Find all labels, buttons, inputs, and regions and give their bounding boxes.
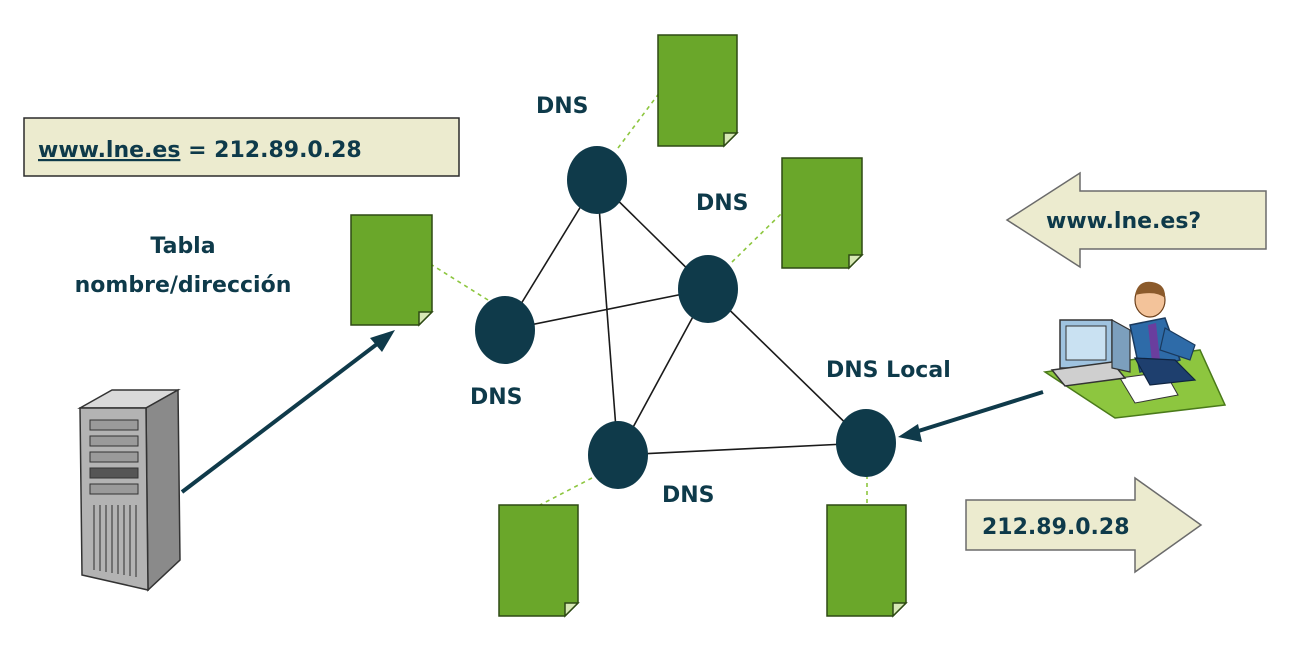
- link-left-right: [504, 288, 709, 331]
- answer-arrow: 212.89.0.28: [965, 476, 1203, 574]
- dns-label-left: DNS: [470, 385, 523, 410]
- dotted-link-bottom: [539, 477, 593, 506]
- document-icon: [826, 504, 908, 618]
- mapping-address: = 212.89.0.28: [180, 138, 361, 163]
- mapping-domain: www.lne.es: [38, 138, 180, 163]
- mapping-box: www.lne.es = 212.89.0.28: [23, 117, 460, 177]
- dns-label-bottom: DNS: [662, 483, 715, 508]
- dns-node-top: [567, 146, 627, 214]
- server-tower-icon: [77, 388, 181, 592]
- query-text: www.lne.es?: [1046, 209, 1201, 234]
- dns-node-left: [475, 296, 535, 364]
- document-links: [431, 91, 868, 506]
- documents: [350, 34, 908, 618]
- document-icon: [657, 34, 739, 148]
- dns-label-mid-right: DNS: [696, 191, 749, 216]
- dns-node-mid-right: [678, 255, 738, 323]
- document-icon: [350, 214, 434, 327]
- document-icon: [781, 157, 864, 270]
- table-label-line2: nombre/dirección: [75, 273, 292, 298]
- table-label-line1: Tabla: [150, 234, 215, 259]
- link-right-local: [707, 288, 867, 444]
- dns-node-bottom: [588, 421, 648, 489]
- server-to-table-arrow: [180, 330, 395, 494]
- dotted-link-left: [431, 264, 489, 301]
- dns-label-local: DNS Local: [826, 358, 951, 383]
- user-at-computer-icon: [1042, 281, 1227, 419]
- query-arrow: www.lne.es?: [1005, 171, 1267, 269]
- link-top-bottom: [596, 179, 619, 456]
- answer-text: 212.89.0.28: [982, 515, 1130, 540]
- dotted-link-top: [617, 91, 661, 149]
- document-icon: [498, 504, 580, 618]
- dns-nodes: [475, 146, 896, 489]
- svg-text:www.lne.es = 212.89.0.28: www.lne.es = 212.89.0.28: [38, 138, 362, 163]
- dns-node-local: [836, 409, 896, 477]
- table-label: Tabla nombre/dirección: [75, 234, 292, 298]
- user-to-local-dns-arrow: [898, 390, 1044, 442]
- link-bottom-local: [617, 442, 867, 456]
- dns-label-top: DNS: [536, 94, 589, 119]
- dotted-link-mid-right: [731, 212, 783, 263]
